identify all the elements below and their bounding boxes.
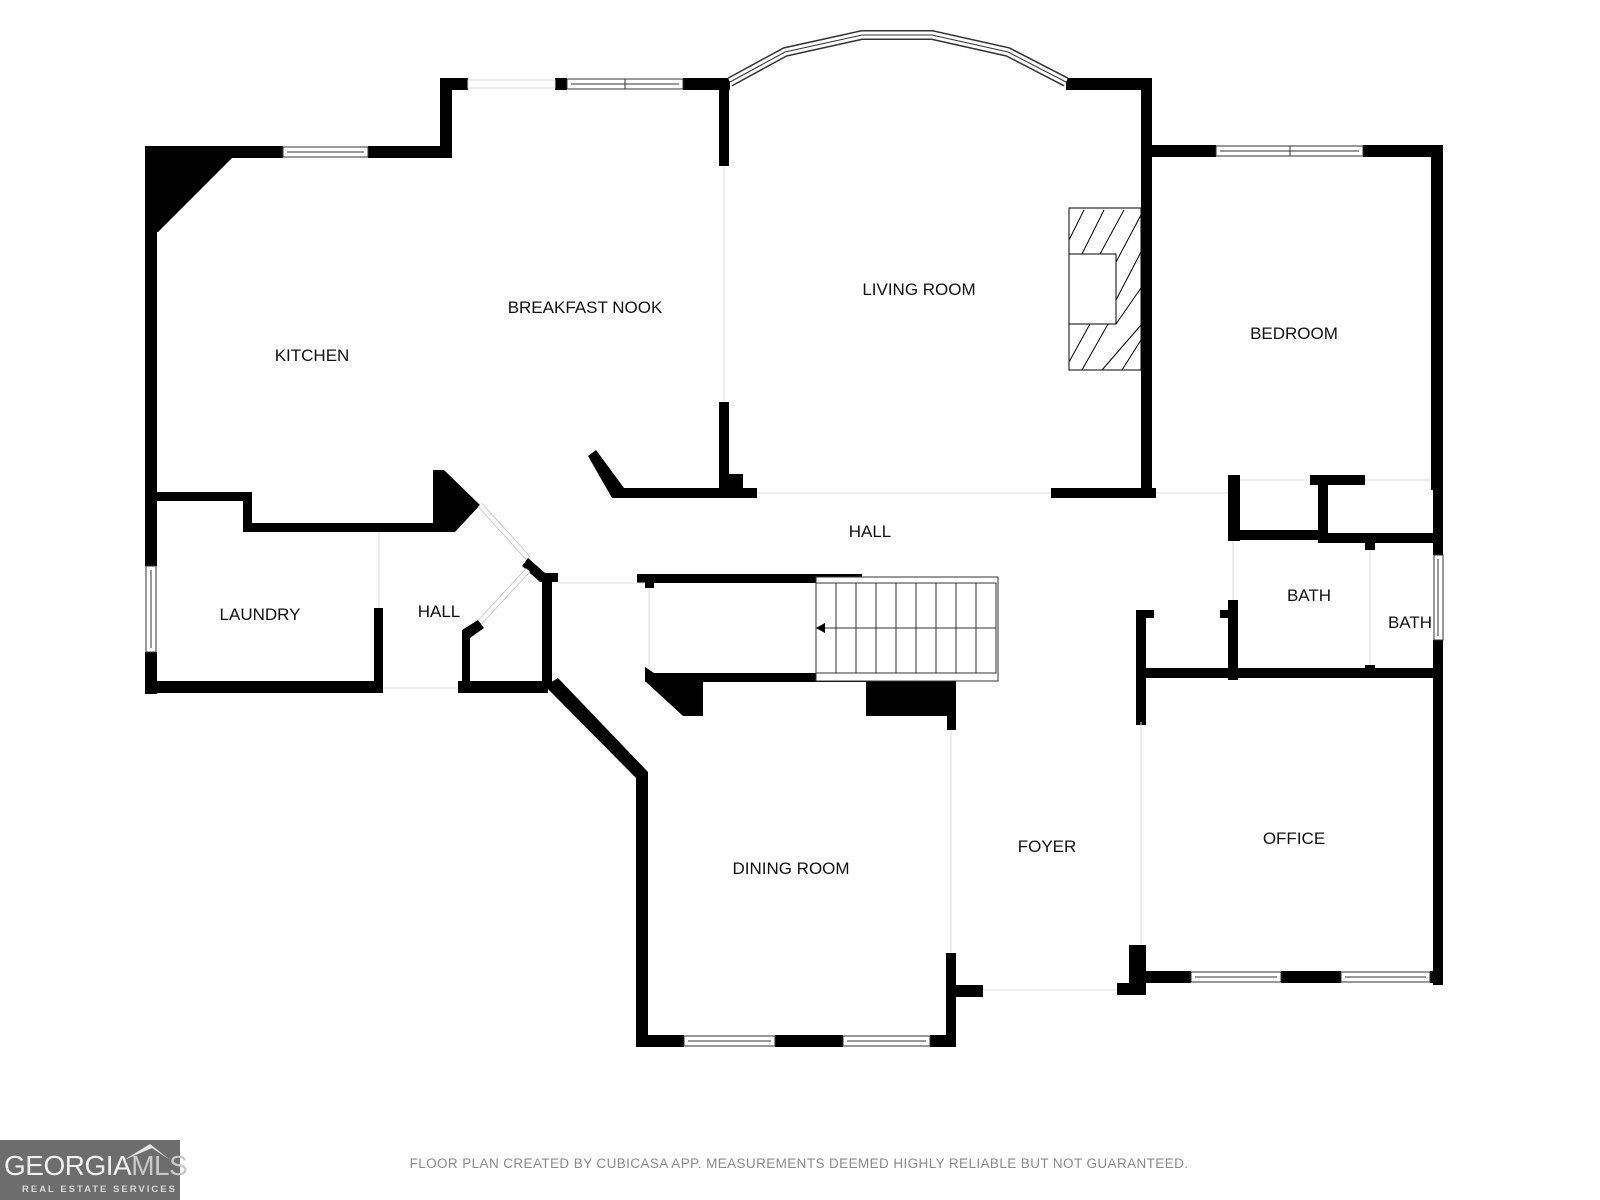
disclaimer-text: FLOOR PLAN CREATED BY CUBICASA APP. MEAS… [409, 1156, 1189, 1171]
wall-nook-top-mid [555, 78, 567, 90]
wall-hall-corner [522, 558, 558, 582]
wall-bath-bottom [1136, 668, 1443, 678]
wall-nook-diagonal [588, 450, 624, 498]
wall-office-bottom-a [1136, 971, 1191, 983]
wall-left-exterior [145, 146, 157, 566]
label-hall-small: HALL [418, 602, 461, 621]
wall-foyer-right-top [1136, 610, 1146, 722]
wall-right-exterior-lower [1433, 640, 1443, 985]
wall-dining-bottom-b [775, 1035, 843, 1047]
wall-kitchen-top-left [145, 146, 283, 158]
logo-main-text: GEORGIA [4, 1150, 132, 1181]
label-kitchen: KITCHEN [275, 346, 350, 365]
logo-accent-text: MLS [131, 1150, 188, 1181]
windows [145, 30, 1444, 1047]
wall-foyer-left-top [947, 673, 956, 730]
wall-laundry-top [145, 492, 250, 501]
wall-laundry-right [374, 608, 383, 688]
wall-bedroom-top-left [1141, 145, 1216, 157]
wall-foyer-step-left [946, 985, 983, 997]
wall-nook-top-left [440, 78, 468, 90]
walls [145, 78, 1443, 1047]
label-laundry: LAUNDRY [220, 605, 301, 624]
label-foyer: FOYER [1018, 837, 1077, 856]
wall-nook-living-bottom [719, 402, 729, 498]
wall-bath-left [1228, 600, 1238, 680]
wall-living-top-right [1066, 78, 1152, 90]
wall-closet-mid [1228, 530, 1323, 540]
logo-subtitle: REAL ESTATE SERVICES [22, 1184, 177, 1195]
wall-kitchen-step [440, 78, 452, 158]
wall-office-bottom-c [1430, 971, 1443, 983]
wall-foyer-right-bottom [1129, 945, 1139, 995]
wall-dining-bottom-c [930, 1035, 956, 1047]
wall-hall-bottom [458, 681, 548, 693]
wall-bedroom-bottom-b [1310, 475, 1365, 485]
stair-closet-fill-left [645, 667, 703, 716]
room-labels: KITCHEN BREAKFAST NOOK LIVING ROOM BEDRO… [220, 280, 1433, 878]
arrow-left-icon [816, 623, 825, 633]
wall-living-right [1141, 78, 1152, 498]
wall-hall-top-left [612, 488, 757, 498]
wall-bedroom-bottom-a [1228, 475, 1240, 541]
openings [378, 166, 1431, 991]
wall-hall-inner-diag [462, 620, 484, 685]
wall-hall-right [542, 573, 552, 688]
wall-laundry-bottom [145, 681, 383, 693]
wall-closet-bottom [1318, 533, 1443, 543]
logo-wordmark: GEORGIAMLS [4, 1150, 188, 1181]
wall-hall-top-right [1051, 488, 1156, 498]
wall-bedroom-top-right [1363, 145, 1443, 157]
wall-closet2-top-b [1220, 610, 1238, 618]
roof-icon [124, 1144, 170, 1160]
label-bath-1: BATH [1287, 586, 1331, 605]
wall-stair-top [637, 574, 862, 583]
label-living-room: LIVING ROOM [862, 280, 975, 299]
wall-office-left-bottom [1136, 945, 1146, 990]
opening-nook-top [467, 79, 556, 89]
label-bath-2: BATH [1388, 613, 1432, 632]
wall-dining-bottom-a [636, 1035, 684, 1047]
fireplace-icon [1068, 207, 1142, 371]
label-office: OFFICE [1263, 829, 1325, 848]
wall-dining-diagonal [545, 678, 648, 785]
georgia-mls-logo: GEORGIAMLS REAL ESTATE SERVICES [0, 1140, 188, 1200]
wall-living-top-left [690, 78, 730, 90]
kitchen-corner-fill [145, 146, 232, 232]
wall-office-bottom-b [1281, 971, 1341, 983]
label-hall-main: HALL [849, 522, 892, 541]
wall-stair-top-post [645, 574, 654, 588]
wall-right-exterior [1433, 145, 1443, 555]
wall-dining-right-bottom [946, 953, 956, 1046]
kitchen-counter-corner [433, 470, 480, 532]
wall-kitchen-bottom-step [243, 492, 252, 532]
wall-bath-divider-top [1365, 540, 1375, 550]
wall-kitchen-top-right [368, 146, 450, 158]
wall-dining-left [636, 778, 648, 1046]
wall-closet-divider [1318, 475, 1328, 540]
label-dining-room: DINING ROOM [732, 859, 849, 878]
wall-stair-bottom [645, 673, 955, 682]
label-bedroom: BEDROOM [1250, 324, 1338, 343]
staircase-icon [815, 576, 999, 682]
wall-kitchen-bottom [243, 523, 448, 532]
label-breakfast-nook: BREAKFAST NOOK [508, 298, 663, 317]
wall-nook-living-top [719, 78, 729, 166]
